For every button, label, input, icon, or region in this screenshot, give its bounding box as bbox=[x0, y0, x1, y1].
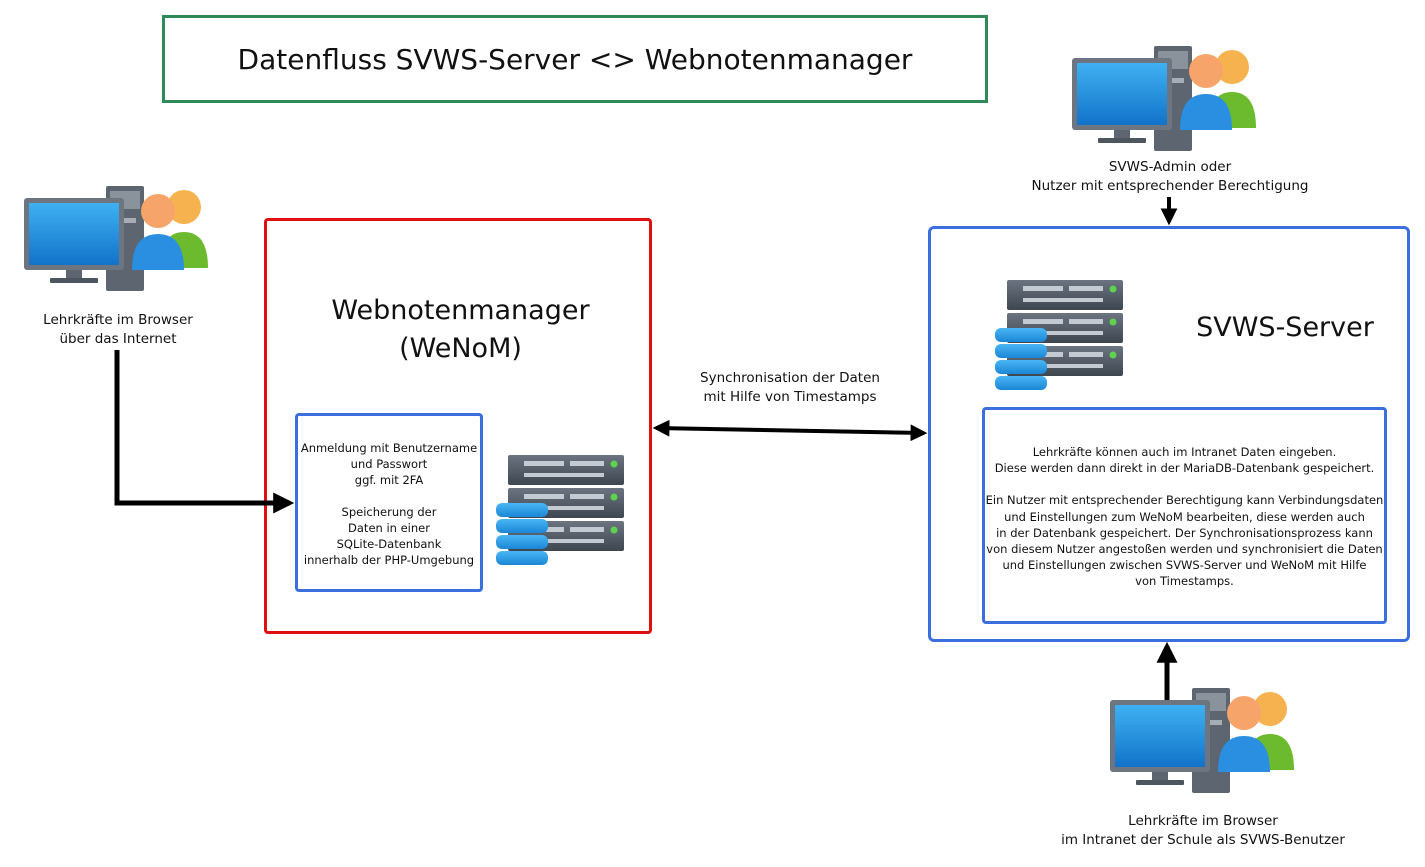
left-client-label-line2: über das Internet bbox=[59, 331, 177, 347]
intranet-client-label-line2: im Intranet der Schule als SVWS-Benutzer bbox=[1061, 832, 1345, 848]
svws-text-line: Lehrkräfte können auch im Intranet Daten… bbox=[1032, 445, 1337, 459]
svws-inner-box: Lehrkräfte können auch im Intranet Daten… bbox=[982, 407, 1387, 624]
wenom-text-line: ggf. mit 2FA bbox=[354, 473, 424, 487]
wenom-title-line1: Webnotenmanager bbox=[331, 295, 590, 326]
admin-client-label: SVWS-Admin oder Nutzer mit entsprechende… bbox=[1010, 158, 1330, 196]
svws-server-box bbox=[928, 226, 1410, 642]
wenom-text-line: und Passwort bbox=[350, 457, 428, 471]
wenom-box bbox=[264, 218, 652, 634]
svws-text-line: und Einstellungen zum WeNoM bearbeiten, … bbox=[1004, 509, 1365, 524]
computer-with-users-icon bbox=[1072, 46, 1256, 151]
svws-text-line: und Einstellungen zwischen SVWS-Server u… bbox=[1002, 558, 1367, 573]
intranet-client-label: Lehrkräfte im Browser im Intranet der Sc… bbox=[1043, 812, 1363, 850]
wenom-title: Webnotenmanager (WeNoM) bbox=[264, 292, 657, 368]
sync-label-line2: mit Hilfe von Timestamps bbox=[703, 389, 877, 405]
computer-with-users-icon bbox=[1110, 688, 1294, 793]
svws-text-line: von diesem Nutzer angestoßen werden und … bbox=[986, 542, 1383, 557]
svws-text-line: in der Datenbank gespeichert. Der Synchr… bbox=[996, 525, 1373, 540]
arrow-sync-bidirectional bbox=[652, 419, 928, 442]
svws-title: SVWS-Server bbox=[1196, 312, 1374, 343]
diagram-title: Datenfluss SVWS-Server <> Webnotenmanage… bbox=[162, 15, 988, 103]
wenom-inner-box: Anmeldung mit Benutzername und Passwort … bbox=[295, 413, 483, 592]
admin-client-label-line1: SVWS-Admin oder bbox=[1108, 159, 1232, 175]
server-rack-with-database-icon bbox=[496, 455, 624, 565]
svws-text-line: Diese werden dann direkt in der MariaDB-… bbox=[994, 461, 1375, 476]
svws-text-line: von Timestamps. bbox=[1135, 574, 1234, 589]
admin-client-label-line2: Nutzer mit entsprechender Berechtigung bbox=[1031, 178, 1309, 194]
sync-label-line1: Synchronisation der Daten bbox=[700, 370, 880, 386]
left-client-label-line1: Lehrkräfte im Browser bbox=[43, 312, 193, 328]
server-rack-with-database-icon bbox=[995, 280, 1123, 390]
left-client-label: Lehrkräfte im Browser über das Internet bbox=[18, 311, 218, 349]
sync-label: Synchronisation der Daten mit Hilfe von … bbox=[680, 369, 900, 407]
wenom-text-line: innerhalb der PHP-Umgebung bbox=[303, 553, 475, 567]
wenom-text-line: Anmeldung mit Benutzername bbox=[300, 441, 478, 455]
wenom-text-line: Speicherung der bbox=[341, 505, 437, 519]
wenom-text-line: SQLite-Datenbank bbox=[336, 537, 442, 551]
wenom-title-line2: (WeNoM) bbox=[399, 333, 522, 364]
computer-with-users-icon bbox=[24, 186, 208, 291]
svws-text-line: Ein Nutzer mit entsprechender Berechtigu… bbox=[985, 493, 1384, 508]
arrow-left-client-to-wenom bbox=[114, 350, 295, 514]
wenom-text-line: Daten in einer bbox=[348, 521, 430, 535]
intranet-client-label-line1: Lehrkräfte im Browser bbox=[1128, 813, 1278, 829]
